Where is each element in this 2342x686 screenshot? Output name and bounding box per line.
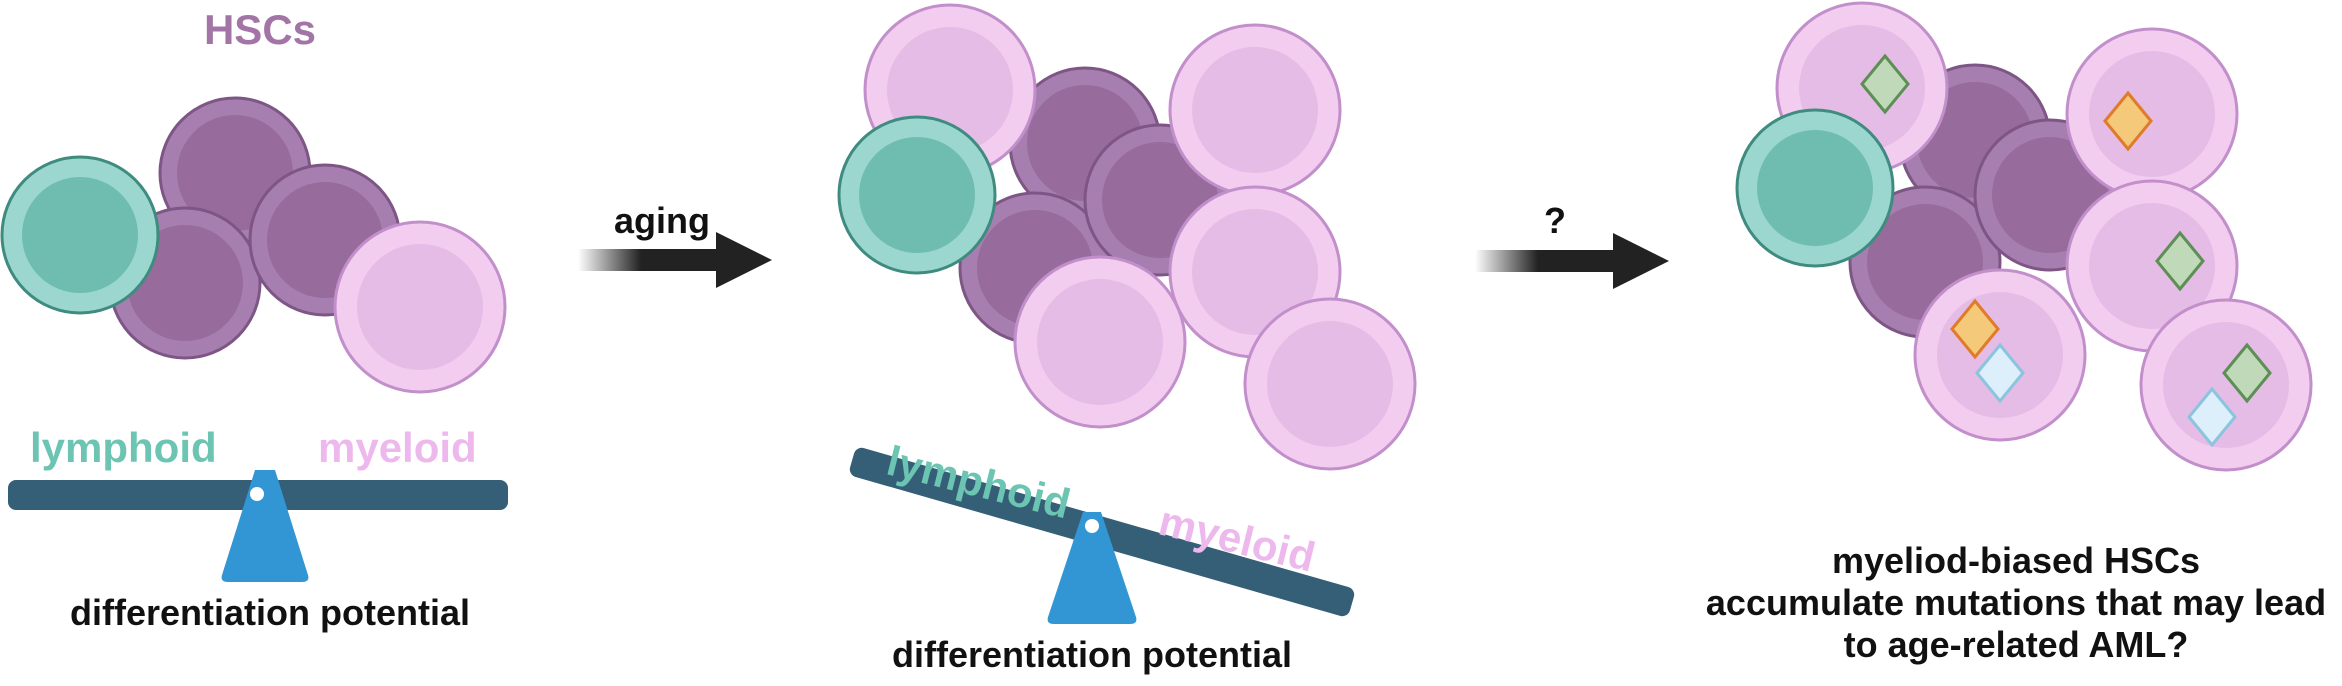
myeloid-cell-icon — [333, 220, 507, 394]
panel-young — [0, 96, 508, 582]
arrow-icon — [578, 232, 772, 288]
mutation-diamond-icon — [2155, 230, 2205, 292]
lymphoid-cell-icon — [1735, 108, 1895, 268]
mutation-diamond-icon — [2187, 386, 2237, 448]
aging-arrow-label: aging — [614, 200, 710, 241]
mutation-diamond-icon — [2103, 90, 2153, 152]
panel-outcome — [1735, 1, 2313, 472]
caption-outcome: myeliod-biased HSCs accumulate mutations… — [1690, 540, 2342, 666]
mutation-diamond-icon — [1950, 298, 2000, 360]
lymphoid-label-young: lymphoid — [30, 424, 217, 471]
caption-young: differentiation potential — [70, 592, 470, 633]
myeloid-cell-icon — [1243, 297, 1417, 471]
myeloid-cell-icon — [1168, 23, 1342, 197]
panel-aged — [837, 3, 1417, 624]
mutation-diamond-icon — [1860, 53, 1910, 115]
lymphoid-cell-icon — [837, 115, 997, 275]
balance-scale-icon — [849, 447, 1355, 624]
myeloid-label-young: myeloid — [318, 424, 477, 471]
caption-outcome-line-3: to age-related AML? — [1843, 624, 2189, 665]
mutation-diamond-icon — [1975, 342, 2025, 404]
caption-aged: differentiation potential — [892, 634, 1292, 675]
arrow-icon — [1475, 233, 1669, 289]
myeloid-cell-icon — [1013, 255, 1187, 429]
myeloid-cell-icon — [2139, 298, 2313, 472]
caption-outcome-line-2: accumulate mutations that may lead — [1705, 582, 2327, 623]
myeloid-cell-icon — [1168, 185, 1342, 359]
caption-outcome-line-1: myeliod-biased HSCs — [1831, 540, 2201, 581]
myeloid-cell-icon — [2065, 27, 2239, 201]
unknown-arrow-label: ? — [1544, 200, 1566, 241]
lymphoid-cell-icon — [0, 155, 160, 315]
hsc-title: HSCs — [203, 6, 317, 53]
balance-scale-icon — [8, 470, 508, 582]
mutation-diamond-icon — [2222, 342, 2272, 404]
